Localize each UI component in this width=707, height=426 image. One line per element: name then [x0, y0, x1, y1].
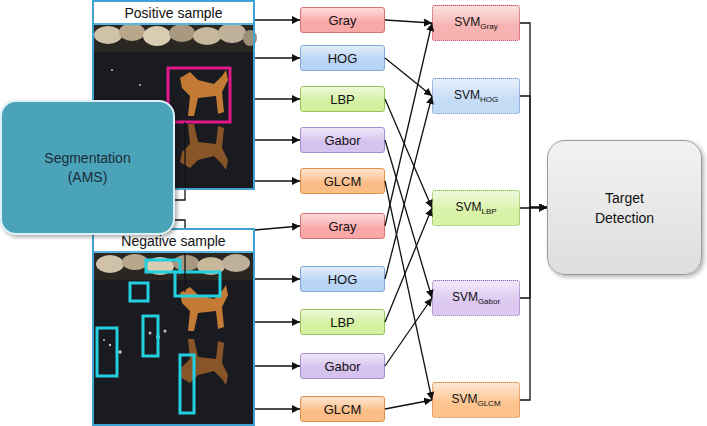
negative-image — [92, 252, 255, 426]
node-label: Gabor — [324, 133, 360, 148]
connector — [175, 220, 185, 228]
classifier-label: SVMGray — [454, 15, 497, 31]
classifier-subscript: Gabor — [478, 297, 500, 306]
node-label: GLCM — [324, 174, 362, 189]
connector — [385, 23, 432, 226]
classifier-box: SVMHOG — [432, 78, 520, 114]
node-label: HOG — [328, 51, 358, 66]
negative-boxes — [97, 260, 220, 413]
connector — [385, 99, 432, 208]
node-label: Target Detection — [585, 188, 665, 228]
feature-box: LBP — [300, 309, 385, 335]
panel-title: Positive sample — [124, 5, 222, 21]
node-label: Gabor — [324, 359, 360, 374]
connector — [385, 208, 432, 322]
connector — [255, 98, 300, 99]
classifier-box: SVMLBP — [432, 190, 520, 226]
rock-band — [92, 22, 255, 52]
connector — [175, 190, 185, 200]
target-box — [168, 68, 230, 122]
rock — [193, 27, 221, 45]
rock — [218, 23, 246, 43]
classifier-subscript: GLCM — [477, 399, 500, 408]
connector — [255, 321, 300, 322]
sample-panel: Negative sample — [92, 228, 255, 426]
connector — [255, 180, 300, 181]
leader-line — [184, 122, 185, 190]
image-background — [92, 252, 255, 426]
classifier-box: SVMGabor — [432, 280, 520, 316]
classifier-box: SVMGLCM — [432, 382, 520, 418]
rock — [222, 254, 250, 272]
leader-line — [184, 252, 185, 292]
node-label: LBP — [330, 315, 355, 330]
connector — [385, 96, 432, 279]
classifier-name: SVM — [451, 392, 477, 406]
connector — [520, 207, 547, 209]
connector — [385, 298, 432, 366]
classifier-name: SVM — [454, 15, 480, 29]
classifier-label: SVMGLCM — [451, 392, 500, 408]
deer — [180, 70, 228, 116]
rock — [94, 26, 122, 44]
connector — [385, 140, 432, 298]
connector — [255, 365, 300, 366]
node-label: Gray — [328, 13, 356, 28]
connector — [255, 139, 300, 140]
feature-box: HOG — [300, 266, 385, 292]
connector — [385, 20, 432, 23]
rock — [119, 23, 145, 41]
connector — [255, 408, 300, 409]
feature-box: Gray — [300, 213, 385, 239]
connector — [520, 208, 547, 401]
deer-reflection — [180, 339, 228, 385]
rock — [122, 254, 148, 270]
connector — [385, 58, 432, 96]
node-label: Segmentation (AMS) — [28, 149, 148, 187]
feature-box: Gabor — [300, 127, 385, 153]
classifier-label: SVMGabor — [452, 290, 500, 306]
feature-box: GLCM — [300, 168, 385, 194]
rock — [143, 26, 171, 46]
connector — [520, 23, 547, 208]
rock — [173, 255, 199, 271]
feature-box: LBP — [300, 86, 385, 112]
title-band: Positive sample — [94, 2, 253, 25]
classifier-subscript: HOG — [480, 95, 498, 104]
connector — [520, 208, 547, 299]
feature-box: HOG — [300, 45, 385, 71]
classifier-subscript: LBP — [481, 207, 496, 216]
output-box: Target Detection — [547, 140, 702, 275]
rock — [96, 255, 124, 273]
connector — [385, 400, 432, 409]
node-label: GLCM — [324, 402, 362, 417]
feature-box: GLCM — [300, 396, 385, 422]
connector — [255, 226, 300, 230]
classifier-label: SVMHOG — [454, 88, 498, 104]
connector — [520, 96, 547, 208]
classifier-name: SVM — [452, 290, 478, 304]
connector — [255, 278, 300, 279]
classifier-box: SVMGray — [432, 5, 520, 41]
feature-box: Gray — [300, 7, 385, 33]
classifier-subscript: Gray — [480, 22, 497, 31]
process-box: Segmentation (AMS) — [0, 100, 175, 235]
classifier-name: SVM — [455, 200, 481, 214]
rock — [169, 24, 195, 42]
node-label: HOG — [328, 272, 358, 287]
deer-reflection — [180, 124, 228, 170]
connector — [385, 181, 432, 400]
connector — [255, 19, 300, 20]
connector — [255, 57, 300, 58]
classifier-name: SVM — [454, 88, 480, 102]
node-label: LBP — [330, 92, 355, 107]
node-label: Gray — [328, 219, 356, 234]
feature-box: Gabor — [300, 353, 385, 379]
classifier-label: SVMLBP — [455, 200, 496, 216]
